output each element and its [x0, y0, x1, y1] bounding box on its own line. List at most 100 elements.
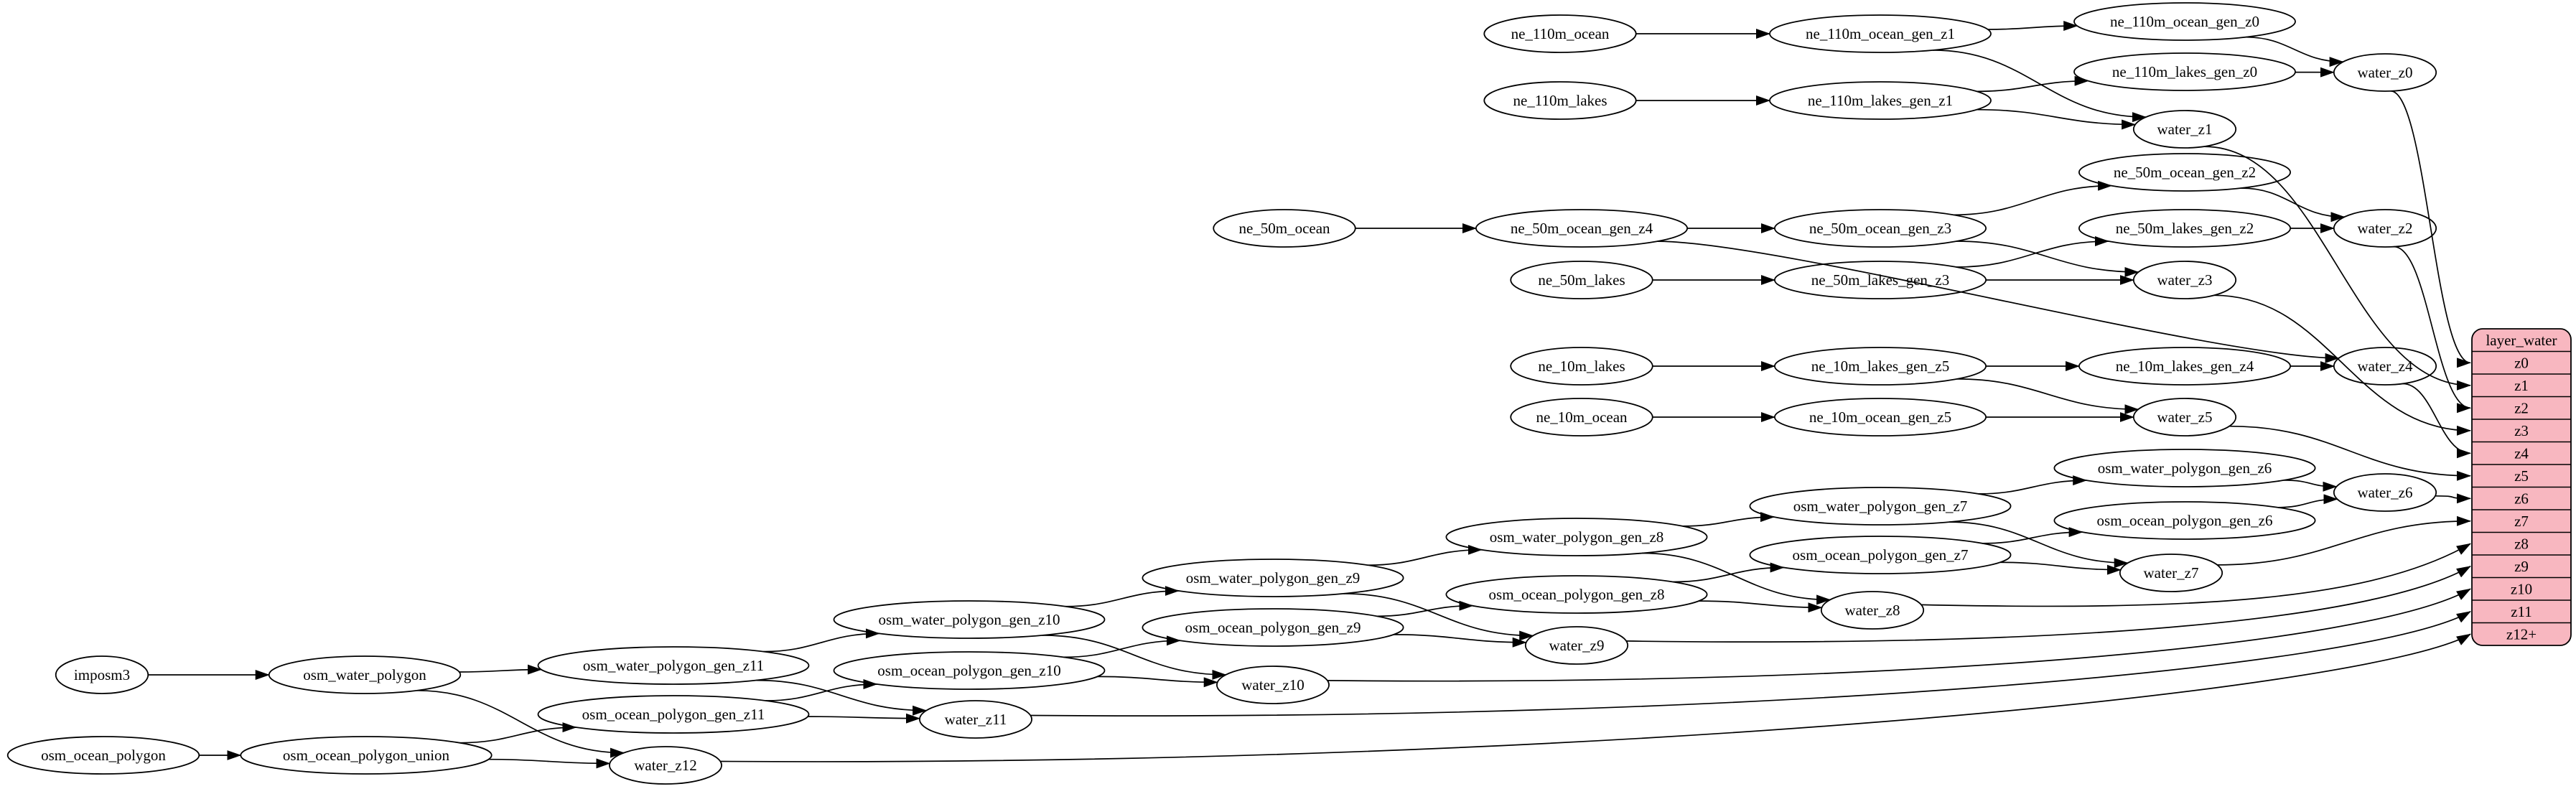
node-label: osm_water_polygon_gen_z8 [1490, 528, 1664, 546]
edge-osm-water-polygon-gen-z11-to-osm-water-polygon-gen-z10 [763, 628, 880, 653]
edge-osm-ocean-polygon-gen-z10-to-water-z10 [1097, 676, 1218, 688]
node-imposm3: imposm3 [55, 655, 149, 694]
node-label: water_z12 [634, 757, 696, 774]
node-label: ne_10m_lakes_gen_z5 [1811, 358, 1949, 375]
node-label: water_z0 [2358, 64, 2413, 81]
node-label: ne_10m_lakes_gen_z4 [2116, 358, 2254, 375]
node-label: water_z8 [1845, 602, 1900, 619]
node-label: imposm3 [74, 666, 130, 683]
node-label: ne_110m_ocean_gen_z1 [1806, 25, 1955, 42]
node-label: water_z11 [945, 711, 1007, 728]
node-osm-water-polygon-gen-z8: osm_water_polygon_gen_z8 [1445, 518, 1708, 556]
node-water-z0: water_z0 [2333, 53, 2437, 92]
node-shape [2053, 449, 2316, 487]
edge-ne-110m-lakes-gen-z1-to-water-z1 [1977, 108, 2137, 130]
node-shape [1142, 608, 1404, 647]
node-ne-50m-lakes-gen-z2: ne_50m_lakes_gen_z2 [2078, 209, 2291, 248]
node-ne-50m-ocean-gen-z4: ne_50m_ocean_gen_z4 [1475, 209, 1688, 248]
edge-osm-ocean-polygon-gen-z11-to-water-z11 [808, 713, 920, 724]
node-ne-50m-lakes: ne_50m_lakes [1510, 261, 1653, 299]
node-osm-ocean-polygon-gen-z9: osm_ocean_polygon_gen_z9 [1142, 608, 1404, 647]
layer-water-row-z1: z1 [2514, 377, 2529, 394]
edge-osm-ocean-polygon-union-to-water-z12 [488, 758, 611, 769]
edge-osm-water-polygon-gen-z8-to-osm-water-polygon-gen-z7 [1683, 512, 1775, 527]
layer-water-row-z9: z9 [2514, 558, 2529, 575]
node-shape [833, 600, 1106, 639]
edge-water-z7-to-layer-water-z7 [2217, 515, 2471, 566]
node-osm-ocean-polygon-gen-z6: osm_ocean_polygon_gen_z6 [2053, 501, 2316, 540]
node-label: water_z4 [2358, 358, 2413, 375]
node-shape [537, 695, 810, 734]
edge-osm-water-polygon-gen-z6-to-water-z6 [2284, 480, 2338, 492]
node-label: ne_110m_lakes_gen_z1 [1808, 92, 1953, 109]
node-osm-water-polygon-gen-z9: osm_water_polygon_gen_z9 [1142, 559, 1404, 597]
edge-osm-ocean-polygon-gen-z9-to-water-z9 [1393, 634, 1527, 648]
node-ne-10m-lakes-gen-z4: ne_10m_lakes_gen_z4 [2078, 347, 2291, 386]
node-label: water_z5 [2157, 408, 2213, 426]
node-label: ne_50m_ocean [1238, 220, 1330, 237]
layer-water-row-z0: z0 [2514, 354, 2529, 371]
node-label: ne_10m_lakes [1538, 358, 1625, 375]
node-label: osm_ocean_polygon_gen_z11 [582, 706, 765, 723]
node-shape [1142, 559, 1404, 597]
edge-water-z2-to-layer-water-z2 [2394, 246, 2471, 414]
edge-osm-ocean-polygon-gen-z10-to-osm-ocean-polygon-gen-z9 [1063, 635, 1181, 658]
node-label: ne_110m_lakes [1513, 92, 1607, 109]
node-label: osm_ocean_polygon_gen_z7 [1793, 546, 1969, 564]
node-label: ne_50m_ocean_gen_z4 [1511, 220, 1653, 237]
layer-water-row-z8: z8 [2514, 535, 2529, 552]
edge-water-z6-to-layer-water-z6 [2435, 493, 2471, 504]
node-label: ne_110m_lakes_gen_z0 [2112, 63, 2257, 80]
node-osm-water-polygon-gen-z7: osm_water_polygon_gen_z7 [1749, 487, 2012, 526]
layer-water-row-z2: z2 [2514, 399, 2529, 416]
node-label: ne_50m_ocean_gen_z2 [2114, 164, 2256, 181]
edge-ne-50m-ocean-gen-z3-to-water-z3 [1956, 241, 2139, 277]
edge-osm-water-polygon-gen-z7-to-osm-water-polygon-gen-z6 [1978, 475, 2088, 495]
edge-ne-110m-lakes-gen-z1-to-ne-110m-lakes-gen-z0 [1977, 75, 2089, 93]
node-label: ne_50m_lakes [1538, 271, 1625, 289]
layer-water-row-z5: z5 [2514, 467, 2529, 485]
layer-water-row-z10: z10 [2511, 580, 2532, 597]
edge-osm-water-polygon-gen-z11-to-water-z11 [756, 679, 928, 716]
node-ne-50m-ocean-gen-z2: ne_50m_ocean_gen_z2 [2078, 153, 2291, 192]
edge-osm-ocean-polygon-gen-z11-to-osm-ocean-polygon-gen-z10 [765, 679, 878, 701]
edge-ne-50m-ocean-gen-z2-to-water-z2 [2241, 187, 2346, 223]
node-label: water_z1 [2157, 121, 2213, 138]
node-water-z10: water_z10 [1216, 666, 1330, 704]
node-shape [2073, 52, 2296, 91]
node-label: water_z9 [1549, 637, 1605, 654]
node-water-z9: water_z9 [1524, 626, 1629, 665]
node-label: osm_water_polygon_gen_z11 [583, 657, 764, 674]
node-label: osm_ocean_polygon_gen_z6 [2097, 512, 2273, 529]
edge-water-z5-to-layer-water-z5 [2229, 425, 2471, 481]
node-ne-50m-ocean-gen-z3: ne_50m_ocean_gen_z3 [1773, 209, 1987, 248]
node-label: osm_water_polygon_gen_z6 [2098, 459, 2272, 477]
node-osm-water-polygon-gen-z10: osm_water_polygon_gen_z10 [833, 600, 1106, 639]
node-ne-10m-lakes-gen-z5: ne_10m_lakes_gen_z5 [1773, 347, 1987, 386]
node-label: osm_water_polygon_gen_z9 [1186, 569, 1361, 587]
node-label: ne_50m_lakes_gen_z2 [2116, 220, 2254, 237]
layer-water-title: layer_water [2486, 332, 2557, 349]
node-ne-110m-ocean-gen-z0: ne_110m_ocean_gen_z0 [2073, 2, 2296, 41]
node-label: ne_50m_ocean_gen_z3 [1809, 220, 1951, 237]
layer-water-row-z12: z12+ [2506, 625, 2537, 643]
node-label: ne_10m_ocean_gen_z5 [1809, 408, 1951, 426]
node-label: osm_ocean_polygon_gen_z8 [1489, 586, 1665, 603]
node-label: ne_110m_ocean_gen_z0 [2110, 13, 2259, 30]
node-water-z3: water_z3 [2132, 261, 2237, 299]
node-label: water_z2 [2358, 220, 2413, 237]
node-shape [2333, 473, 2437, 512]
layer-water-row-z4: z4 [2514, 444, 2529, 462]
node-shape [1445, 575, 1708, 614]
edge-ne-50m-ocean-gen-z4-to-water-z4 [1657, 241, 2340, 363]
edge-osm-water-polygon-gen-z10-to-osm-water-polygon-gen-z9 [1065, 586, 1180, 607]
edge-osm-water-polygon-to-water-z12 [416, 689, 625, 758]
edge-osm-water-polygon-gen-z9-to-water-z9 [1343, 593, 1534, 641]
node-ne-10m-lakes: ne_10m_lakes [1510, 347, 1653, 386]
edge-water-z8-to-layer-water-z8 [1921, 543, 2471, 607]
edge-osm-ocean-polygon-gen-z9-to-osm-ocean-polygon-gen-z8 [1376, 600, 1474, 617]
edge-ne-10m-lakes-gen-z5-to-water-z5 [1956, 378, 2139, 415]
node-label: water_z3 [2157, 271, 2213, 289]
edge-osm-ocean-polygon-union-to-osm-ocean-polygon-gen-z11 [459, 722, 577, 744]
layer-water-row-z11: z11 [2511, 603, 2532, 620]
